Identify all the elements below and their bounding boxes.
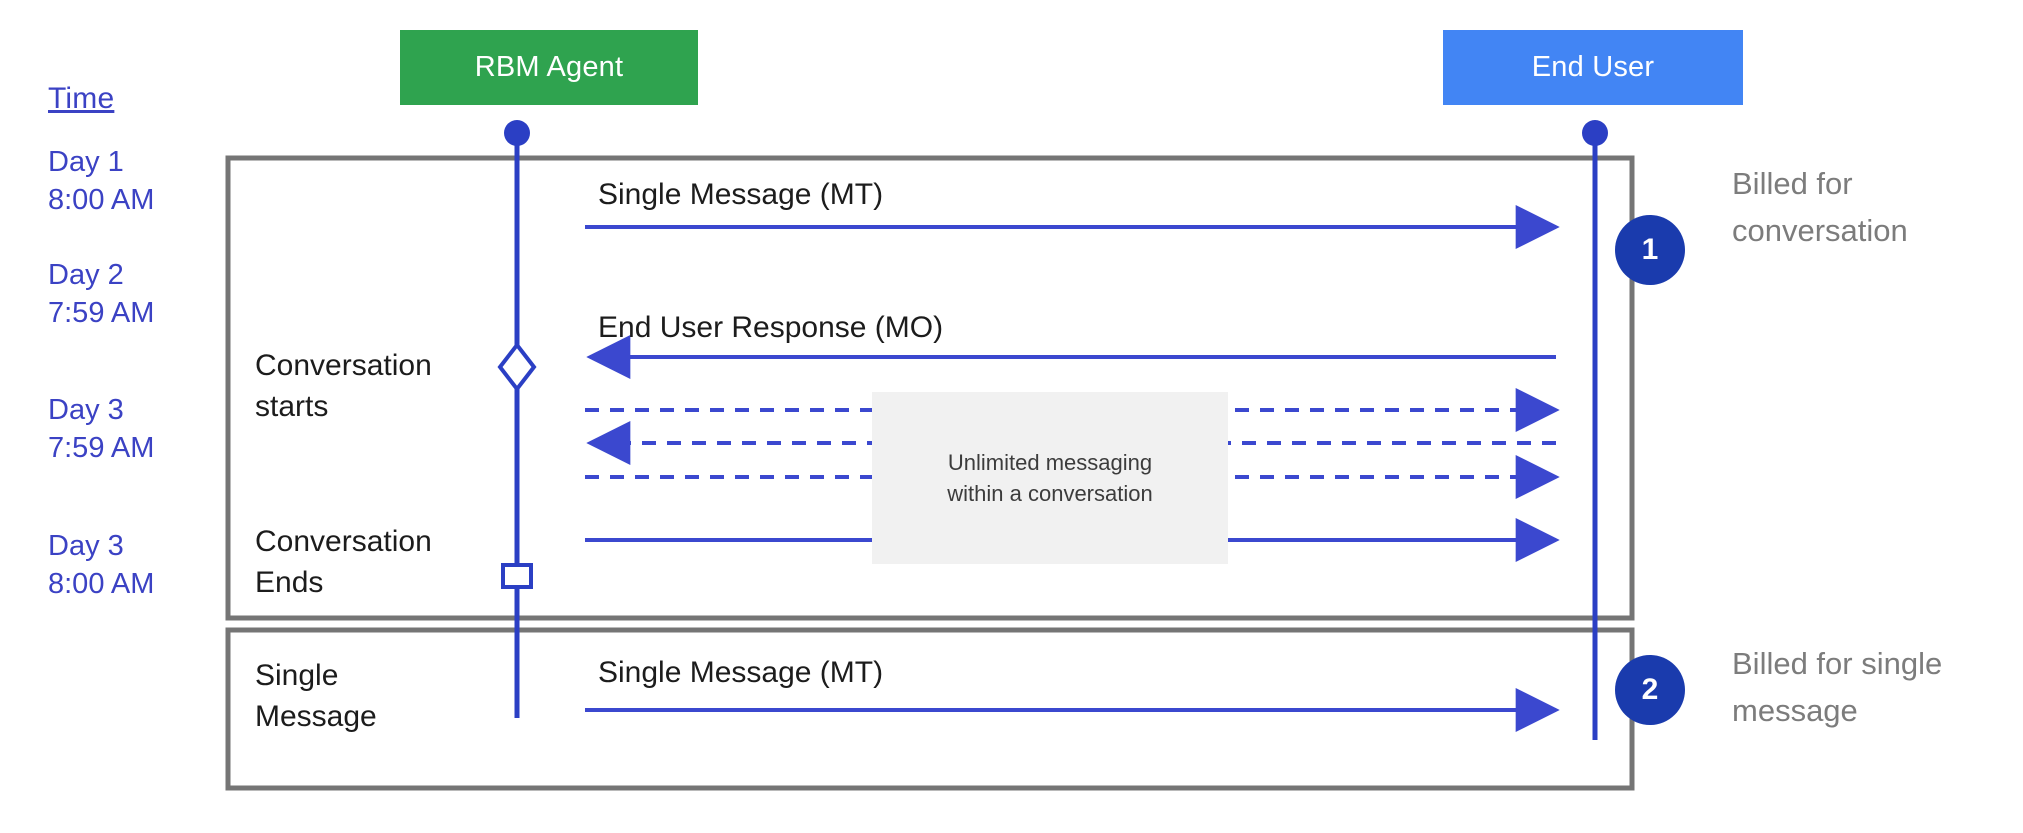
phase-label-conversation-starts: Conversation starts [255, 349, 432, 423]
billing-badge-2[interactable]: 2 [1615, 655, 1685, 725]
timestamp-day2-759am: Day 2 7:59 AM [48, 256, 154, 332]
billing-badge-2-number: 2 [1641, 673, 1659, 706]
message-label-mo-1: End User Response (MO) [598, 311, 944, 344]
actor-rbm-agent-label: RBM Agent [474, 51, 624, 83]
note-unlimited-messaging: Unlimited messaging within a conversatio… [872, 392, 1228, 564]
timestamp-time: 8:00 AM [48, 568, 155, 600]
timestamp-day: Day 1 [48, 146, 124, 178]
actor-rbm-agent[interactable]: RBM Agent [400, 30, 698, 105]
lifeline-head-end-user [1582, 120, 1608, 146]
time-axis-label: Time [48, 82, 115, 115]
billing-badge-1-number: 1 [1641, 233, 1659, 266]
billing-note-2: Billed for single message [1732, 646, 1943, 728]
timestamp-day3-800am: Day 3 8:00 AM [48, 527, 154, 603]
timestamp-day: Day 3 [48, 394, 124, 426]
message-label-mt-2: Single Message (MT) [598, 656, 884, 689]
phase-label-conversation-ends: Conversation Ends [255, 525, 432, 599]
conversation-start-marker [497, 341, 537, 393]
billing-badge-1[interactable]: 1 [1615, 215, 1685, 285]
conversation-frame [225, 155, 1635, 621]
conversation-end-marker [501, 563, 533, 589]
timestamp-time: 7:59 AM [48, 432, 155, 464]
timestamp-day: Day 2 [48, 259, 124, 291]
timestamp-day: Day 3 [48, 530, 124, 562]
timestamp-day1-800am: Day 1 8:00 AM [48, 143, 154, 219]
phase-label-single-message: Single Message [255, 659, 377, 733]
timestamp-day3-759am: Day 3 7:59 AM [48, 391, 154, 467]
timestamp-time: 7:59 AM [48, 297, 155, 329]
timestamp-time: 8:00 AM [48, 184, 155, 216]
lifeline-head-rbm-agent [504, 120, 530, 146]
message-label-mt-1: Single Message (MT) [598, 178, 884, 211]
note-unlimited-messaging-text: Unlimited messaging within a conversatio… [947, 450, 1153, 506]
actor-end-user[interactable]: End User [1443, 30, 1743, 105]
actor-end-user-label: End User [1531, 51, 1655, 83]
billing-note-1: Billed for conversation [1732, 166, 1908, 248]
